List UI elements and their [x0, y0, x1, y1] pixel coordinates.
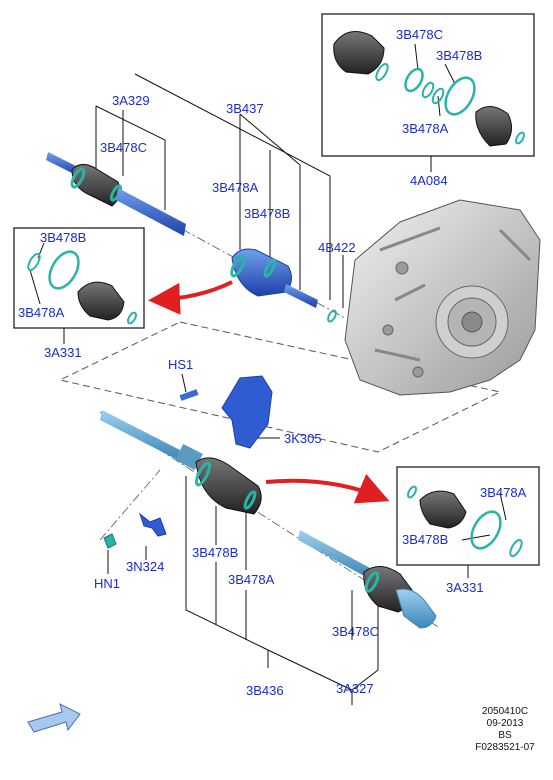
label-3b437: 3B437	[226, 101, 264, 116]
reference-date: 09-2013	[486, 718, 524, 729]
label-4b422: 4B422	[318, 240, 356, 255]
reference-figure-id: F0283521-07	[475, 742, 535, 753]
bearing-bracket	[221, 375, 273, 449]
label-3a329: 3A329	[112, 93, 150, 108]
detail-box-top	[321, 13, 535, 157]
label-3k305: 3K305	[284, 431, 322, 446]
transmission-housing	[344, 199, 541, 396]
leader-lines	[29, 43, 507, 705]
label-3a331-left: 3A331	[44, 345, 82, 360]
nut	[103, 533, 117, 549]
bolt	[179, 389, 199, 401]
top-box-parts	[333, 31, 525, 147]
support-bracket	[138, 512, 167, 537]
label-3a331-right: 3A331	[446, 580, 484, 595]
label-box-top-3b478c: 3B478C	[396, 27, 443, 42]
label-4a084: 4A084	[410, 173, 448, 188]
label-3b478a-mid: 3B478A	[212, 180, 259, 195]
lower-outer-joint	[298, 530, 437, 629]
detail-arrow-left	[148, 280, 233, 315]
reference-region: BS	[498, 730, 512, 741]
upper-outer-joint	[46, 152, 186, 236]
label-box-top-3b478a: 3B478A	[402, 121, 449, 136]
label-box-left-3b478b: 3B478B	[40, 230, 87, 245]
reference-code: 2050410C	[481, 706, 529, 717]
label-3n324: 3N324	[126, 559, 165, 574]
label-3b478b-mid: 3B478B	[244, 206, 291, 221]
diagram-reference-block: 2050410C 09-2013 BS F0283521-07	[470, 706, 540, 754]
upper-inner-joint	[230, 248, 337, 323]
lower-inner-joint	[100, 410, 262, 515]
mounting-plane-outline	[58, 321, 502, 453]
orientation-arrow-icon	[27, 703, 81, 733]
detail-box-left	[13, 227, 145, 329]
right-box-parts	[407, 485, 523, 558]
label-3a327: 3A327	[336, 681, 374, 696]
left-box-parts	[27, 250, 137, 325]
label-3b478a-bot: 3B478A	[228, 572, 275, 587]
label-3b436: 3B436	[246, 683, 284, 698]
label-box-right-3b478a: 3B478A	[480, 485, 527, 500]
detail-box-right	[396, 466, 540, 566]
label-box-left-3b478a: 3B478A	[18, 305, 65, 320]
label-3b478c-top: 3B478C	[100, 140, 147, 155]
detail-arrow-right	[265, 473, 390, 504]
label-3b478c-bot: 3B478C	[332, 624, 379, 639]
label-hn1: HN1	[94, 576, 121, 591]
label-box-top-3b478b: 3B478B	[436, 48, 483, 63]
label-3b478b-bot: 3B478B	[192, 545, 239, 560]
label-box-right-3b478b: 3B478B	[402, 532, 449, 547]
label-hs1: HS1	[168, 357, 194, 372]
